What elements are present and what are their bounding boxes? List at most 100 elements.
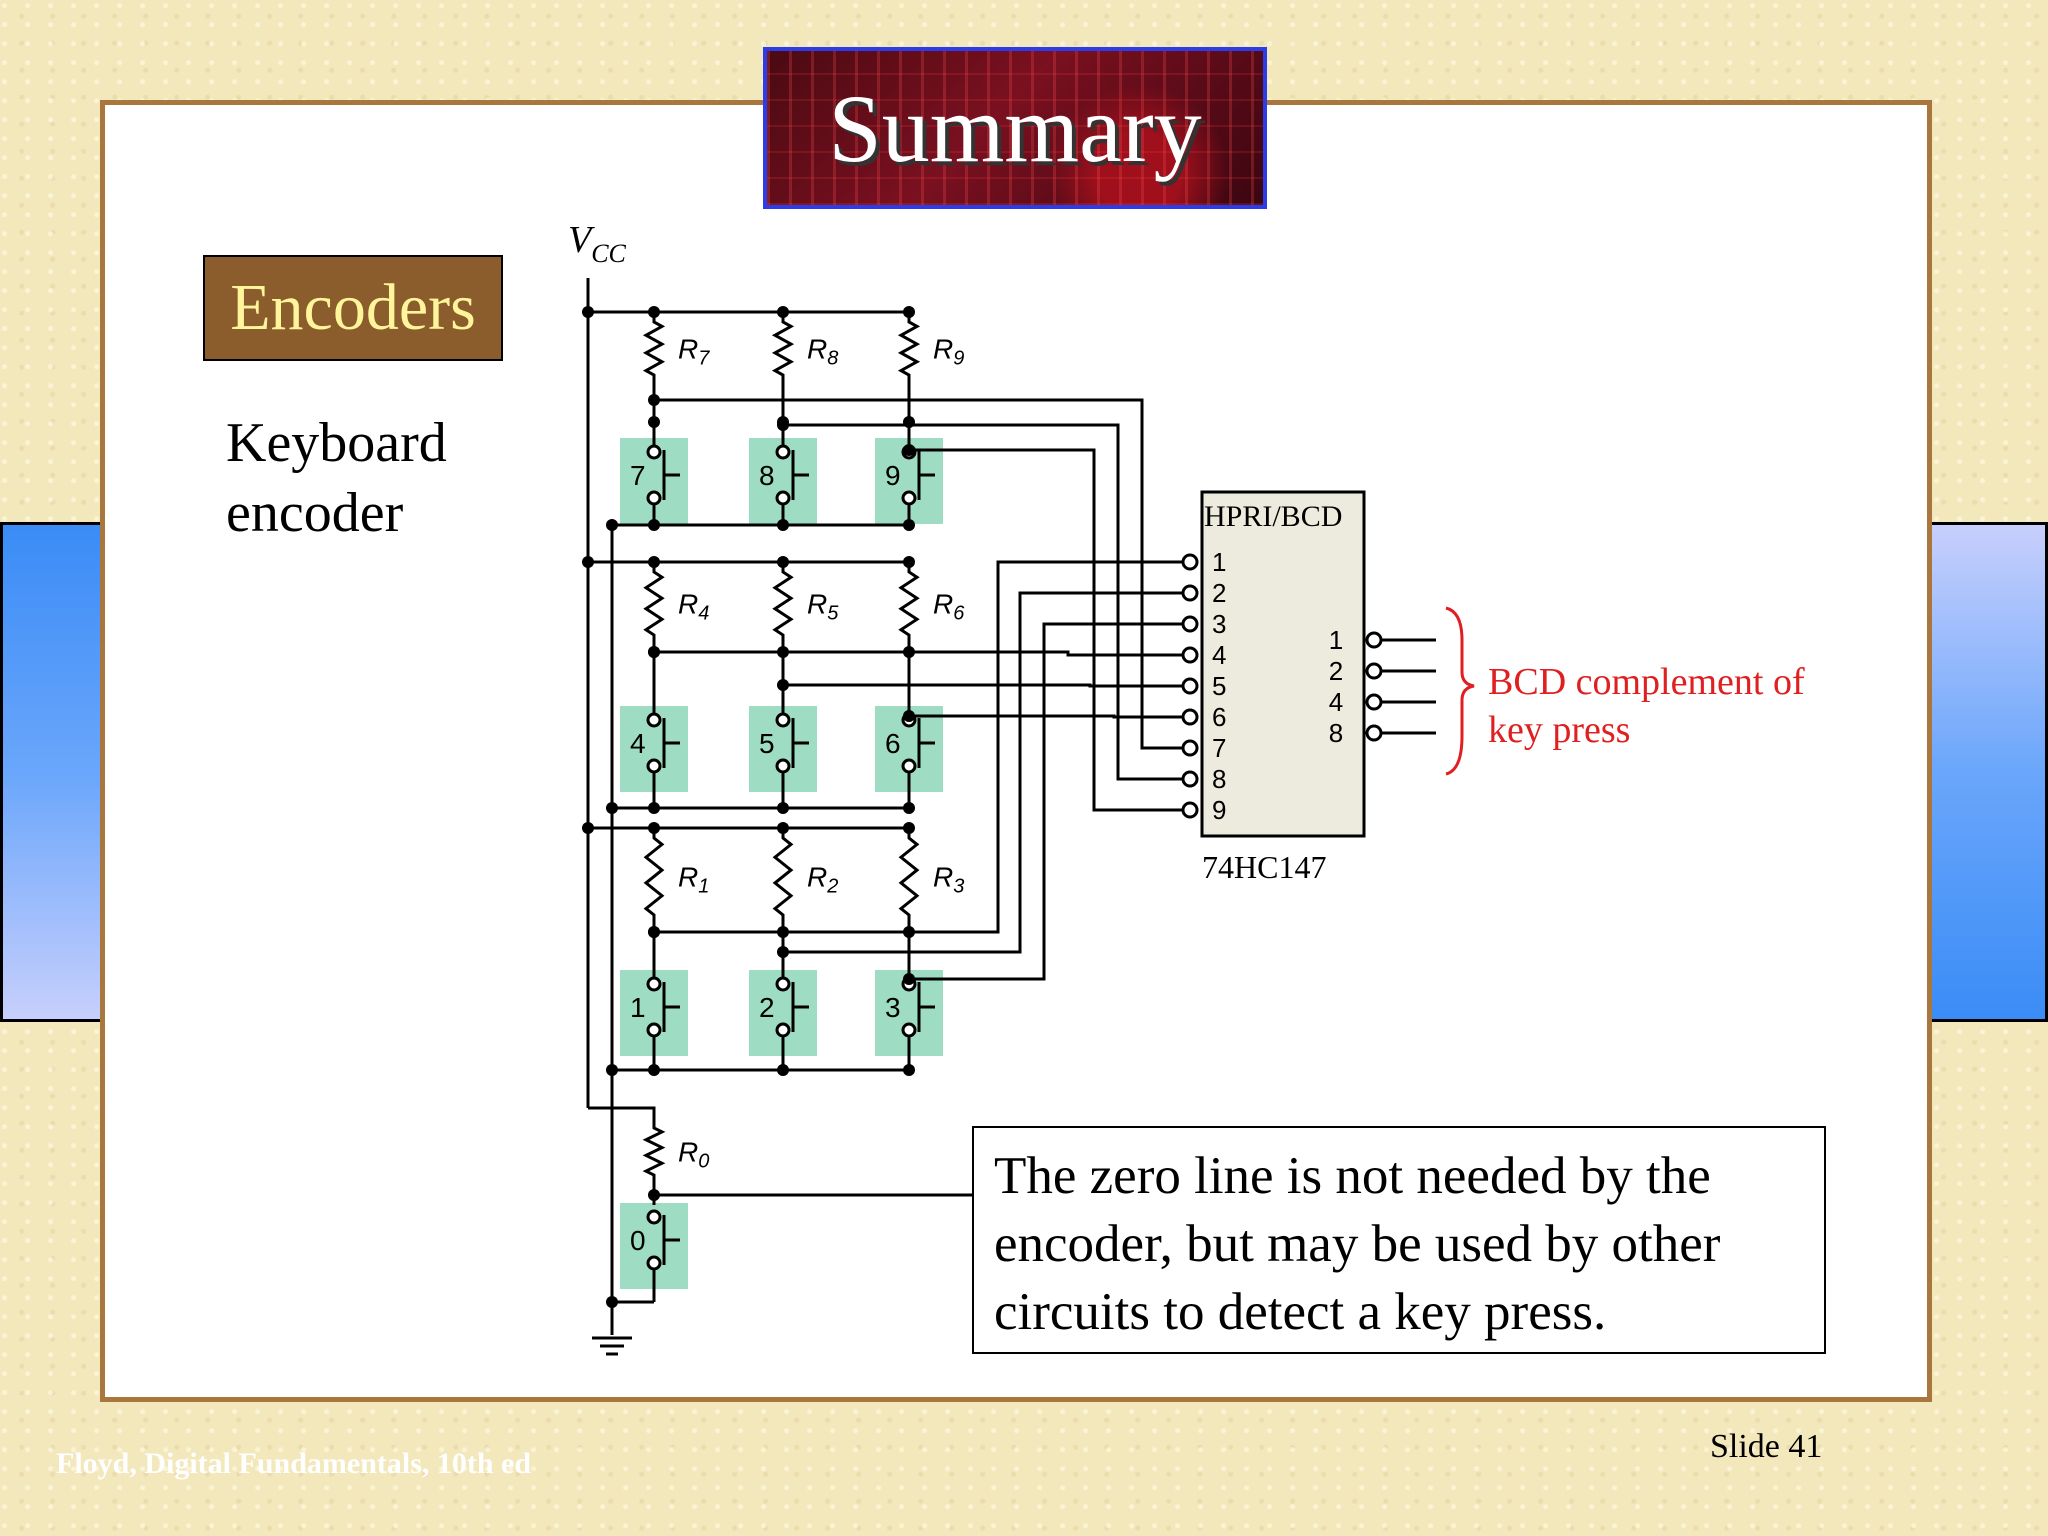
resistor-7-label: R7	[678, 334, 710, 370]
junction-dot	[606, 1296, 618, 1308]
resistor-5-label-subscript: 5	[827, 603, 839, 625]
junction-dot	[606, 519, 618, 531]
title-banner: Summary	[763, 47, 1267, 209]
output-pin-4-bubble	[1365, 693, 1383, 711]
junction-dot	[777, 802, 789, 814]
junction-dot	[648, 802, 660, 814]
vcc-subscript: CC	[591, 239, 626, 268]
junction-dot	[903, 1064, 915, 1076]
junction-dot	[777, 646, 789, 658]
key-6-label: 6	[885, 728, 901, 759]
resistor-8-label: R8	[807, 334, 838, 370]
key-4-contact-bottom	[646, 758, 662, 774]
junction-dot	[777, 306, 789, 318]
switches	[646, 444, 935, 1271]
key-3-contact-bottom	[901, 1022, 917, 1038]
resistor-4-label-subscript: 4	[698, 603, 709, 625]
junction-dot	[777, 822, 789, 834]
key-4-label: 4	[630, 728, 646, 759]
junction-dot	[777, 519, 789, 531]
junction-dot	[903, 822, 915, 834]
key-9-label: 9	[885, 460, 901, 491]
input-pin-2-label: 2	[1212, 578, 1226, 608]
key-0-label: 0	[630, 1225, 646, 1256]
resistor-0-label: R0	[678, 1137, 709, 1173]
input-wire-1	[654, 560, 1183, 934]
key-0-contact-top	[646, 1209, 662, 1225]
input-pin-3-bubble	[1181, 615, 1199, 633]
zero-line-note: The zero line is not needed by the encod…	[972, 1126, 1826, 1354]
bcd-output-label: BCD complement of key press	[1488, 661, 1805, 751]
side-caption: Keyboard encoder	[226, 412, 447, 544]
key-2-contact-top	[775, 976, 791, 992]
input-pin-1-label: 1	[1212, 547, 1226, 577]
circuit-wires	[586, 278, 1183, 1356]
input-pin-8-label: 8	[1212, 764, 1226, 794]
footer-credit: Floyd, Digital Fundamentals, 10th ed	[56, 1447, 532, 1480]
output-pin-4-label: 4	[1329, 687, 1343, 717]
left-accent-bar	[0, 522, 104, 1022]
output-pin-1-bubble	[1365, 631, 1383, 649]
key-0-contact-bottom	[646, 1255, 662, 1271]
key-5-contact-top	[775, 712, 791, 728]
input-pin-8-bubble	[1181, 770, 1199, 788]
input-wire-8	[783, 423, 1183, 781]
junction-dots	[582, 306, 915, 1308]
input-pin-1-bubble	[1181, 553, 1199, 571]
r0-feed	[588, 1106, 656, 1118]
key-7-contact-top	[646, 444, 662, 460]
junction-dot	[777, 946, 789, 958]
junction-dot	[582, 556, 594, 568]
key-5-contact-bottom	[775, 758, 791, 774]
resistor-5-label: R5	[807, 589, 839, 625]
key-1-contact-top	[646, 976, 662, 992]
resistor-3-label-subscript: 3	[953, 876, 964, 898]
resistor-6-label: R6	[933, 589, 965, 625]
resistor-7	[642, 312, 666, 385]
junction-dot	[648, 822, 660, 834]
input-wire-7	[654, 398, 1183, 750]
input-wire-3	[909, 622, 1183, 981]
resistor-2-label: R2	[807, 862, 838, 898]
output-pin-8-label: 8	[1329, 718, 1343, 748]
junction-dot	[582, 822, 594, 834]
resistor-0	[642, 1118, 666, 1185]
junction-dot	[903, 444, 915, 456]
resistor-9-label-subscript: 9	[953, 348, 964, 370]
junction-dot	[903, 306, 915, 318]
junction-dot	[903, 519, 915, 531]
input-wire-4	[654, 650, 1183, 657]
chip-part: 74HC147	[1202, 849, 1326, 885]
junction-dot	[903, 646, 915, 658]
resistor-9-label: R9	[933, 334, 964, 370]
resistor-8	[771, 312, 795, 385]
key-8-label: 8	[759, 460, 775, 491]
input-wire-6	[909, 714, 1183, 719]
key-9-contact-bottom	[901, 490, 917, 506]
key-8-contact-top	[775, 444, 791, 460]
resistor-3	[898, 828, 920, 925]
key-5-label: 5	[759, 728, 775, 759]
junction-dot	[903, 556, 915, 568]
junction-dot	[903, 416, 915, 428]
input-pin-6-label: 6	[1212, 702, 1226, 732]
resistor-1-label: R1	[678, 862, 709, 898]
key-6-contact-bottom	[901, 758, 917, 774]
junction-dot	[582, 306, 594, 318]
junction-dot	[606, 1064, 618, 1076]
junction-dot	[903, 710, 915, 722]
resistor-5	[772, 562, 794, 645]
key-1-label: 1	[630, 992, 646, 1023]
junction-dot	[777, 926, 789, 938]
junction-dot	[606, 802, 618, 814]
key-2-label: 2	[759, 992, 775, 1023]
input-pin-7-label: 7	[1212, 733, 1226, 763]
output-pin-1-label: 1	[1329, 625, 1343, 655]
input-wire-5	[783, 683, 1183, 688]
resistor-4-label: R4	[678, 589, 709, 625]
output-pin-2-label: 2	[1329, 656, 1343, 686]
resistor-4	[643, 562, 665, 645]
vcc-label: VCC	[568, 219, 627, 268]
input-pin-5-bubble	[1181, 677, 1199, 695]
slide-number: Slide 41	[1710, 1428, 1823, 1465]
